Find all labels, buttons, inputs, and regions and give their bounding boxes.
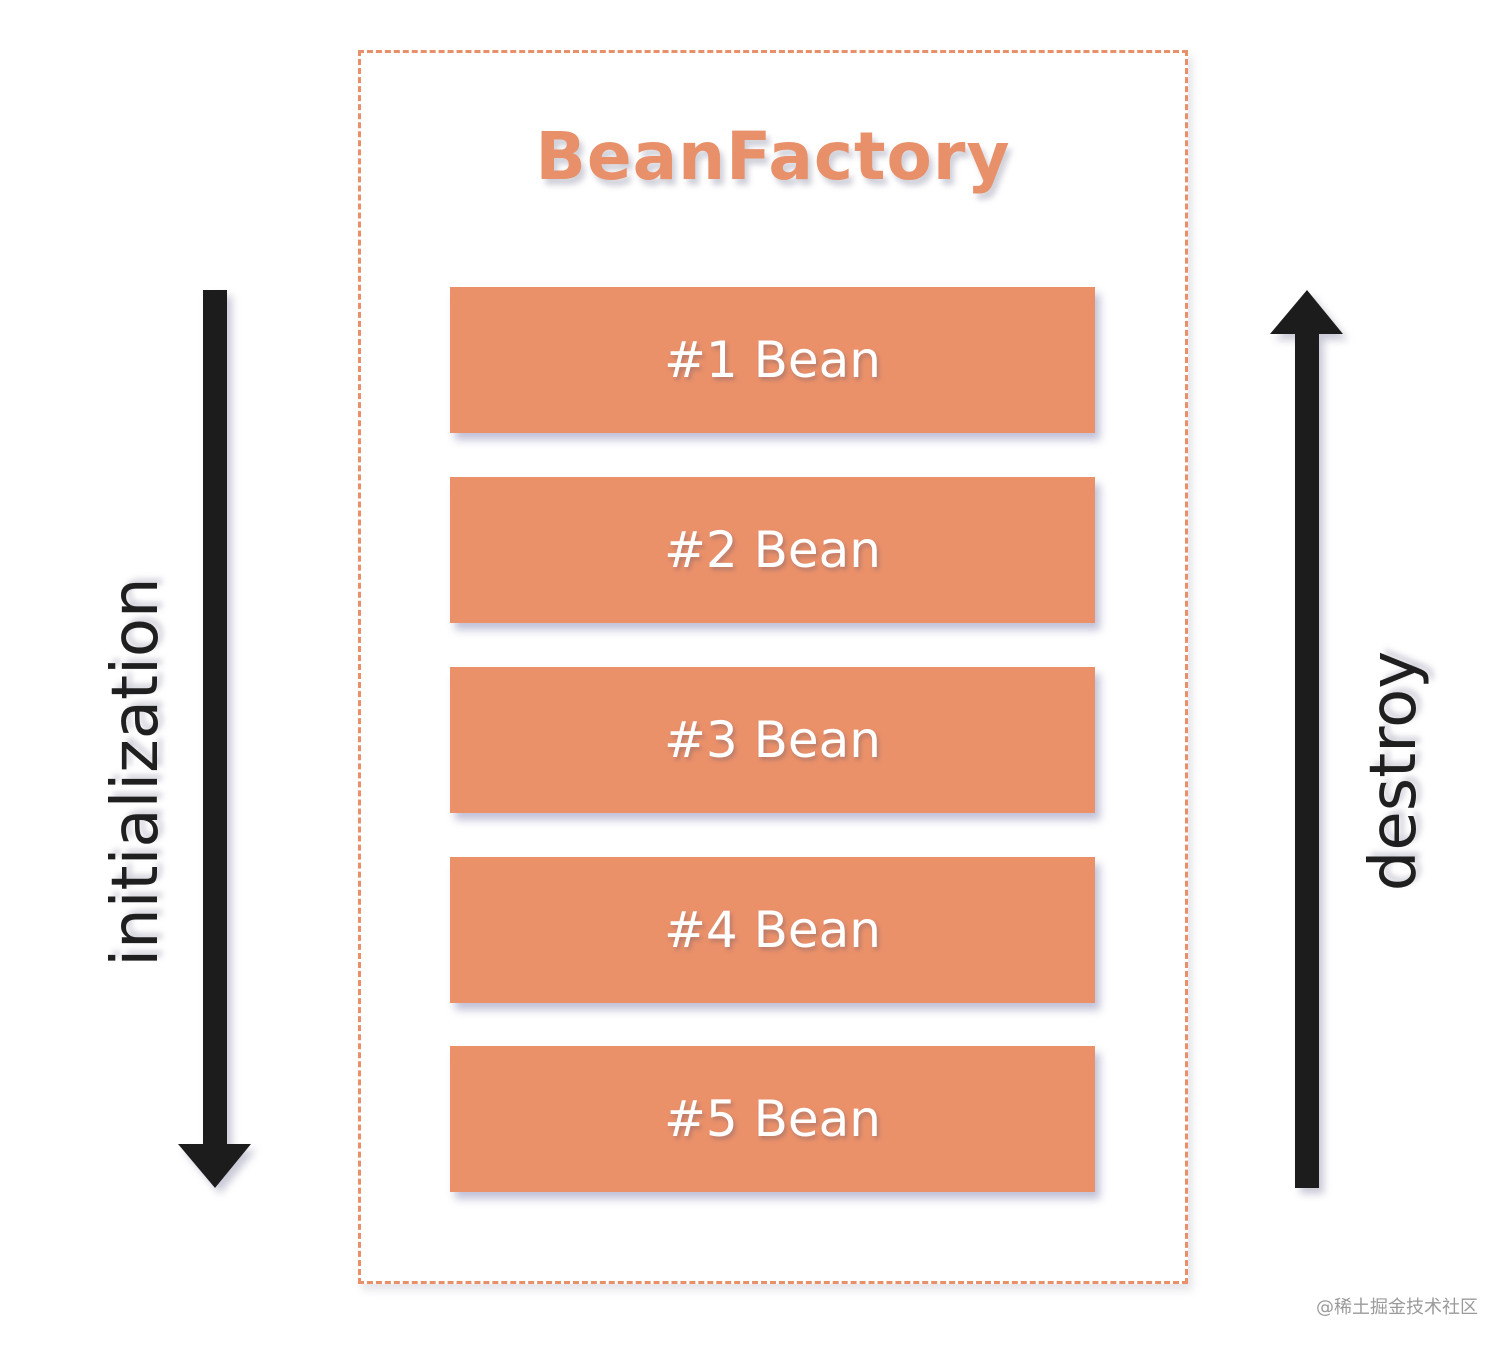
arrow-up-icon	[1270, 290, 1343, 1188]
bean-box-1: #1 Bean	[450, 287, 1095, 433]
destroy-label: destroy	[1357, 650, 1431, 892]
beanfactory-container	[358, 50, 1188, 1284]
bean-box-5: #5 Bean	[450, 1046, 1095, 1192]
beanfactory-title: BeanFactory	[535, 118, 1011, 195]
arrow-down-icon	[178, 290, 251, 1188]
initialization-label: initialization	[99, 577, 173, 967]
bean-box-2: #2 Bean	[450, 477, 1095, 623]
watermark: @稀土掘金技术社区	[1316, 1297, 1478, 1318]
bean-box-4: #4 Bean	[450, 857, 1095, 1003]
bean-box-3: #3 Bean	[450, 667, 1095, 813]
